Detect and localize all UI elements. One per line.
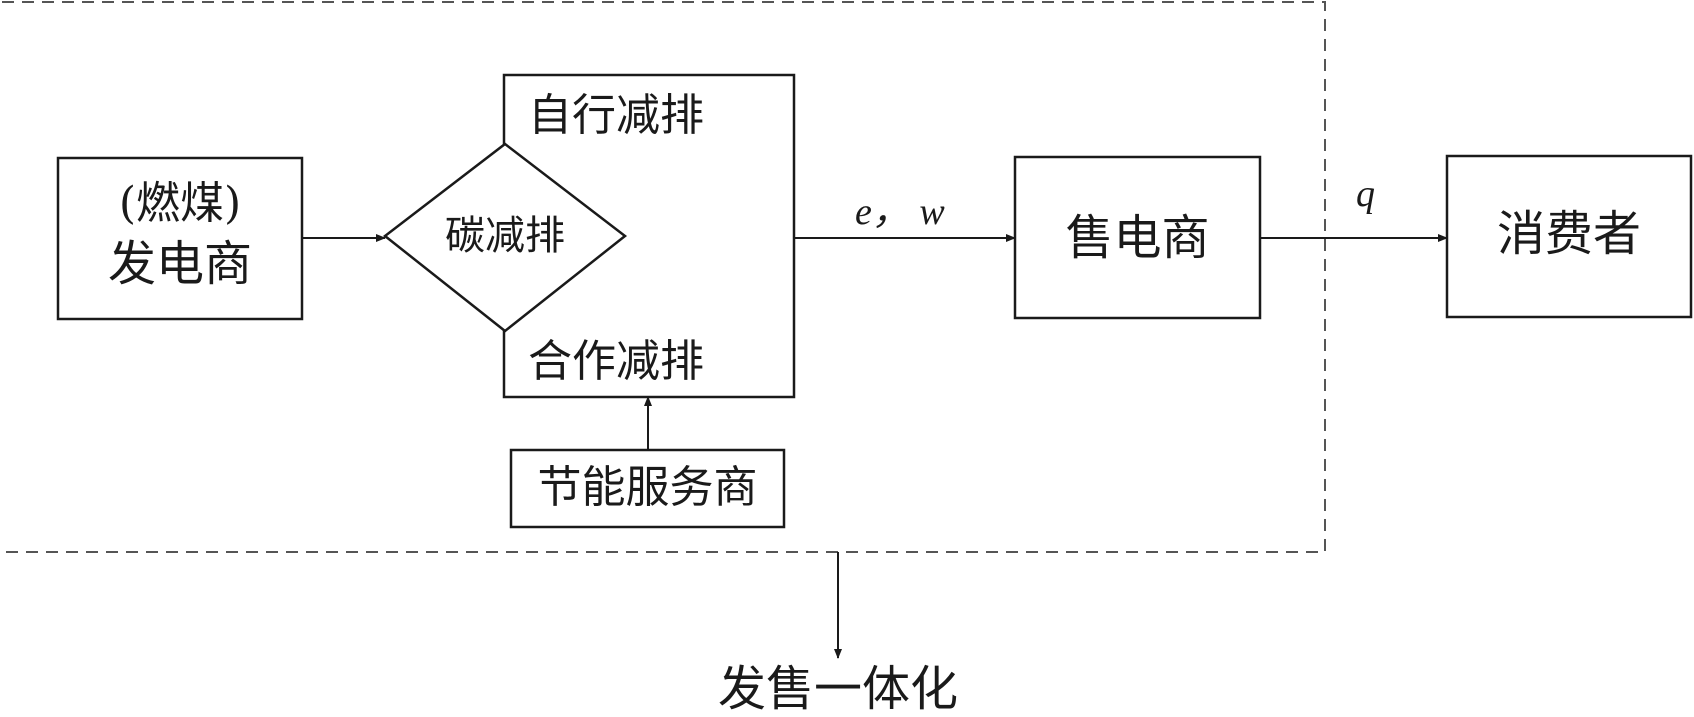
edge-label-ew: e， w <box>855 191 945 233</box>
generator-label-line1: (燃煤) <box>118 178 242 229</box>
integration-label: 发售一体化 <box>717 661 958 717</box>
branch-top-label: 自行减排 <box>528 90 704 141</box>
generator-label-line2: 发电商 <box>107 236 252 292</box>
esco-label: 节能服务商 <box>537 462 758 513</box>
retailer-label: 售电商 <box>1065 210 1210 266</box>
decision-label: 碳减排 <box>445 213 565 259</box>
integration-boundary <box>2 1 1326 553</box>
edge-label-q: q <box>1356 173 1375 215</box>
branch-bottom-label: 合作减排 <box>528 336 704 387</box>
decision-diamond <box>382 142 628 333</box>
consumer-label: 消费者 <box>1496 206 1641 262</box>
